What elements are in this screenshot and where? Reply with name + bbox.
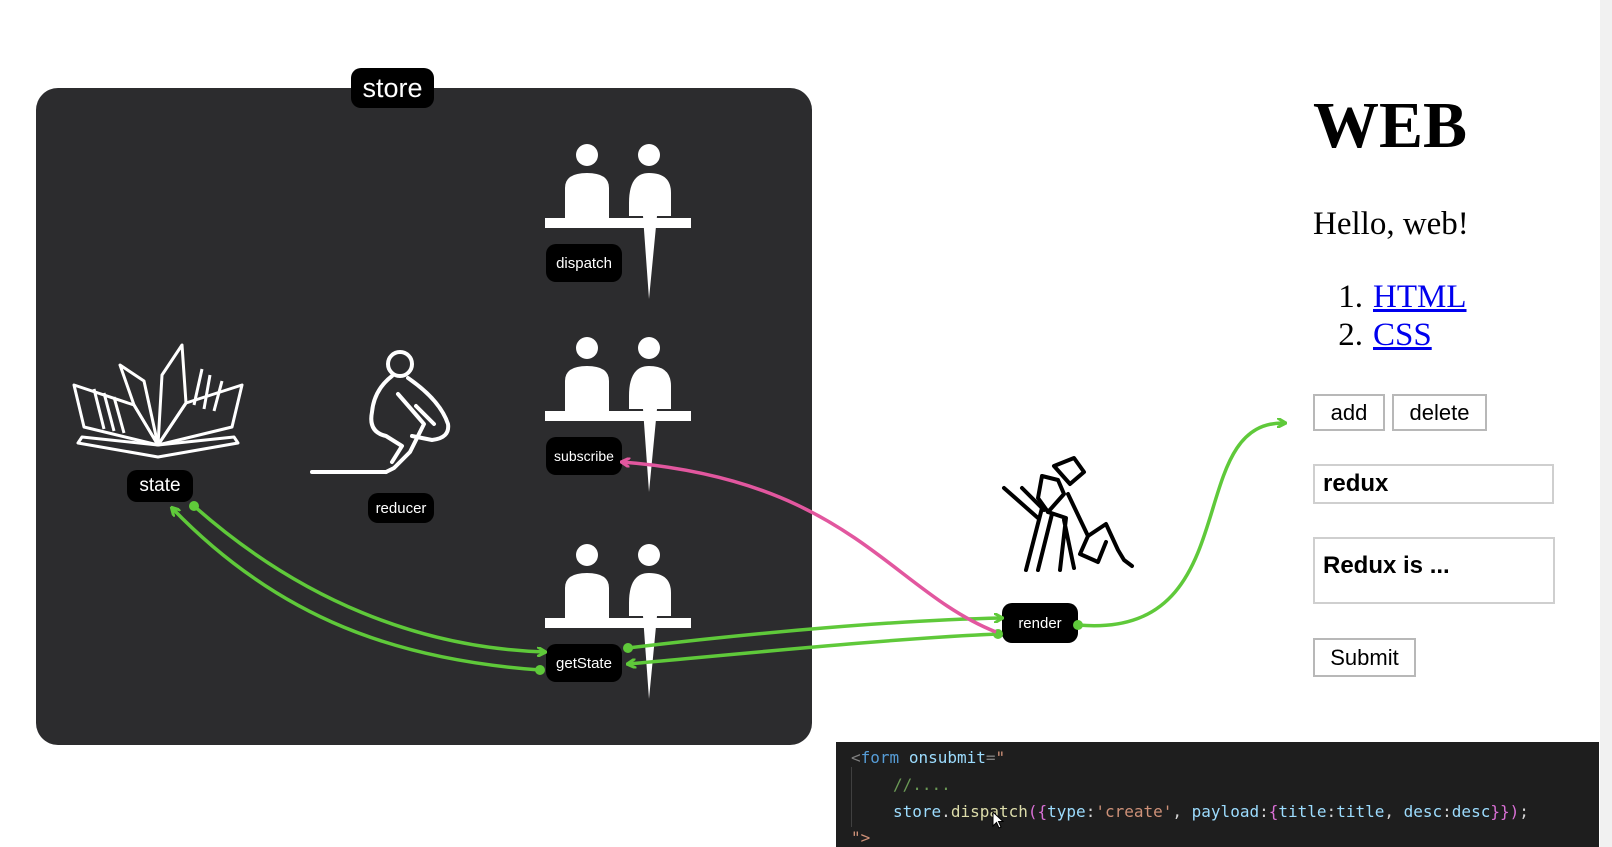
web-topic-list: 1. HTML 2. CSS: [1313, 278, 1467, 354]
arrow-render-to-subscribe: [622, 462, 997, 634]
getstate-label: getState: [546, 644, 622, 682]
code-token: :: [1326, 802, 1337, 821]
code-token: dispatch: [950, 802, 1028, 821]
code-line-4: ">: [851, 828, 870, 847]
arrow-getstate-to-render: [627, 618, 1002, 650]
web-preview: WEB Hello, web! 1. HTML 2. CSS: [1313, 0, 1612, 720]
arrow-state-to-getstate: [192, 504, 545, 652]
topic-link-html[interactable]: HTML: [1373, 279, 1467, 315]
render-label: render: [1002, 603, 1078, 643]
code-token: 'create': [1095, 802, 1173, 821]
reducer-label: reducer: [368, 493, 434, 523]
submit-button[interactable]: Submit: [1313, 638, 1416, 677]
code-token: //....: [893, 775, 951, 794]
code-token: :: [1442, 802, 1452, 821]
list-item: 2. CSS: [1313, 316, 1467, 354]
list-item: 1. HTML: [1313, 278, 1467, 316]
dispatch-label: dispatch: [546, 244, 622, 282]
code-token: title: [1278, 802, 1327, 821]
arrow-render-to-web: [1077, 423, 1285, 628]
code-token: .: [941, 802, 951, 821]
state-label: state: [127, 470, 193, 502]
code-token: desc: [1403, 802, 1443, 821]
arrow-dot: [535, 665, 545, 675]
code-token: title: [1336, 802, 1385, 821]
code-token: type: [1047, 802, 1086, 821]
code-token: ): [1509, 802, 1520, 821]
arrow-dot: [623, 643, 633, 653]
code-token: :: [1259, 802, 1269, 821]
arrow-dot: [1073, 620, 1083, 630]
code-line-2: //....: [893, 775, 951, 794]
code-token: {: [1268, 802, 1279, 821]
description-textarea[interactable]: Redux is ...: [1313, 537, 1555, 604]
code-token: ;: [1519, 802, 1529, 821]
list-item-number: 2.: [1338, 317, 1363, 353]
title-input[interactable]: redux: [1313, 464, 1554, 504]
code-token: desc: [1451, 802, 1491, 821]
code-token: }: [1499, 802, 1510, 821]
code-token: form: [860, 748, 900, 767]
store-label: store: [351, 68, 434, 108]
delete-button[interactable]: delete: [1392, 394, 1487, 431]
arrow-dot: [189, 501, 199, 511]
arrow-render-to-getstate: [628, 632, 999, 664]
code-token: ,: [1172, 802, 1192, 821]
code-token: ": [995, 748, 1006, 767]
code-token: <: [851, 748, 861, 767]
code-token: (: [1027, 802, 1038, 821]
code-token: :: [1085, 802, 1096, 821]
person-writing-icon: [310, 350, 451, 474]
code-token: payload: [1191, 802, 1260, 821]
code-line-3: store.dispatch({type:'create', payload:{…: [893, 802, 1529, 821]
arrow-getstate-to-state: [172, 508, 541, 672]
code-token: ">: [851, 828, 871, 847]
web-title: WEB: [1313, 89, 1468, 162]
code-token: {: [1037, 802, 1048, 821]
code-token: }: [1490, 802, 1500, 821]
topic-link-css[interactable]: CSS: [1373, 317, 1432, 353]
mouse-cursor-icon: [992, 811, 1005, 829]
code-token: =: [985, 748, 996, 767]
book-icon: [72, 343, 244, 459]
list-item-number: 1.: [1338, 279, 1363, 315]
code-token: store: [893, 802, 942, 821]
people-desk-icon: [545, 144, 691, 299]
subscribe-label: subscribe: [546, 437, 622, 475]
people-desk-icon: [545, 337, 691, 492]
people-desk-icon: [545, 544, 691, 699]
code-token: ,: [1384, 802, 1404, 821]
web-greeting: Hello, web!: [1313, 206, 1469, 242]
indent-guide: [851, 767, 852, 827]
add-button[interactable]: add: [1313, 394, 1385, 431]
code-line-1: <form onsubmit=": [851, 748, 1005, 767]
code-editor: <form onsubmit=" //.... store.dispatch({…: [836, 742, 1599, 847]
worker-shovel-icon: [1002, 456, 1134, 572]
code-token: onsubmit: [908, 748, 986, 767]
scrollbar[interactable]: [1600, 0, 1612, 847]
